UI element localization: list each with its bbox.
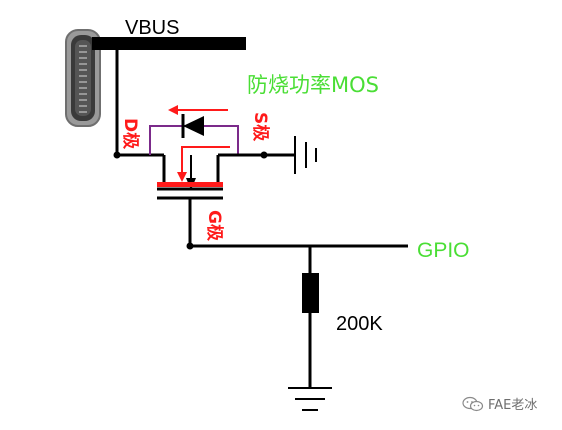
vbus-label: VBUS <box>125 17 180 39</box>
watermark-text: FAE老冰 <box>488 398 538 413</box>
source-pin-label: S极 <box>250 112 270 142</box>
usb-c-connector <box>65 29 101 127</box>
vbus-bar <box>92 37 246 50</box>
gate-pin-label: G极 <box>204 210 224 241</box>
wechat-icon <box>462 396 484 411</box>
gpio-label: GPIO <box>417 239 470 262</box>
body-diode <box>181 114 204 138</box>
resistor-200k <box>302 273 319 313</box>
forward-current-arrow <box>177 146 230 182</box>
drain-node <box>113 151 121 159</box>
drain-pin-label: D极 <box>120 118 140 150</box>
watermark: FAE老冰 <box>462 394 537 413</box>
source-ground-symbol <box>294 136 317 174</box>
mos-title-label: 防烧功率MOS <box>247 73 379 97</box>
resistor-value-label: 200K <box>336 313 383 335</box>
gpio-ground-symbol <box>288 387 332 411</box>
source-node <box>260 151 268 159</box>
reverse-current-arrow <box>168 105 228 115</box>
mosfet-channel <box>157 155 223 200</box>
